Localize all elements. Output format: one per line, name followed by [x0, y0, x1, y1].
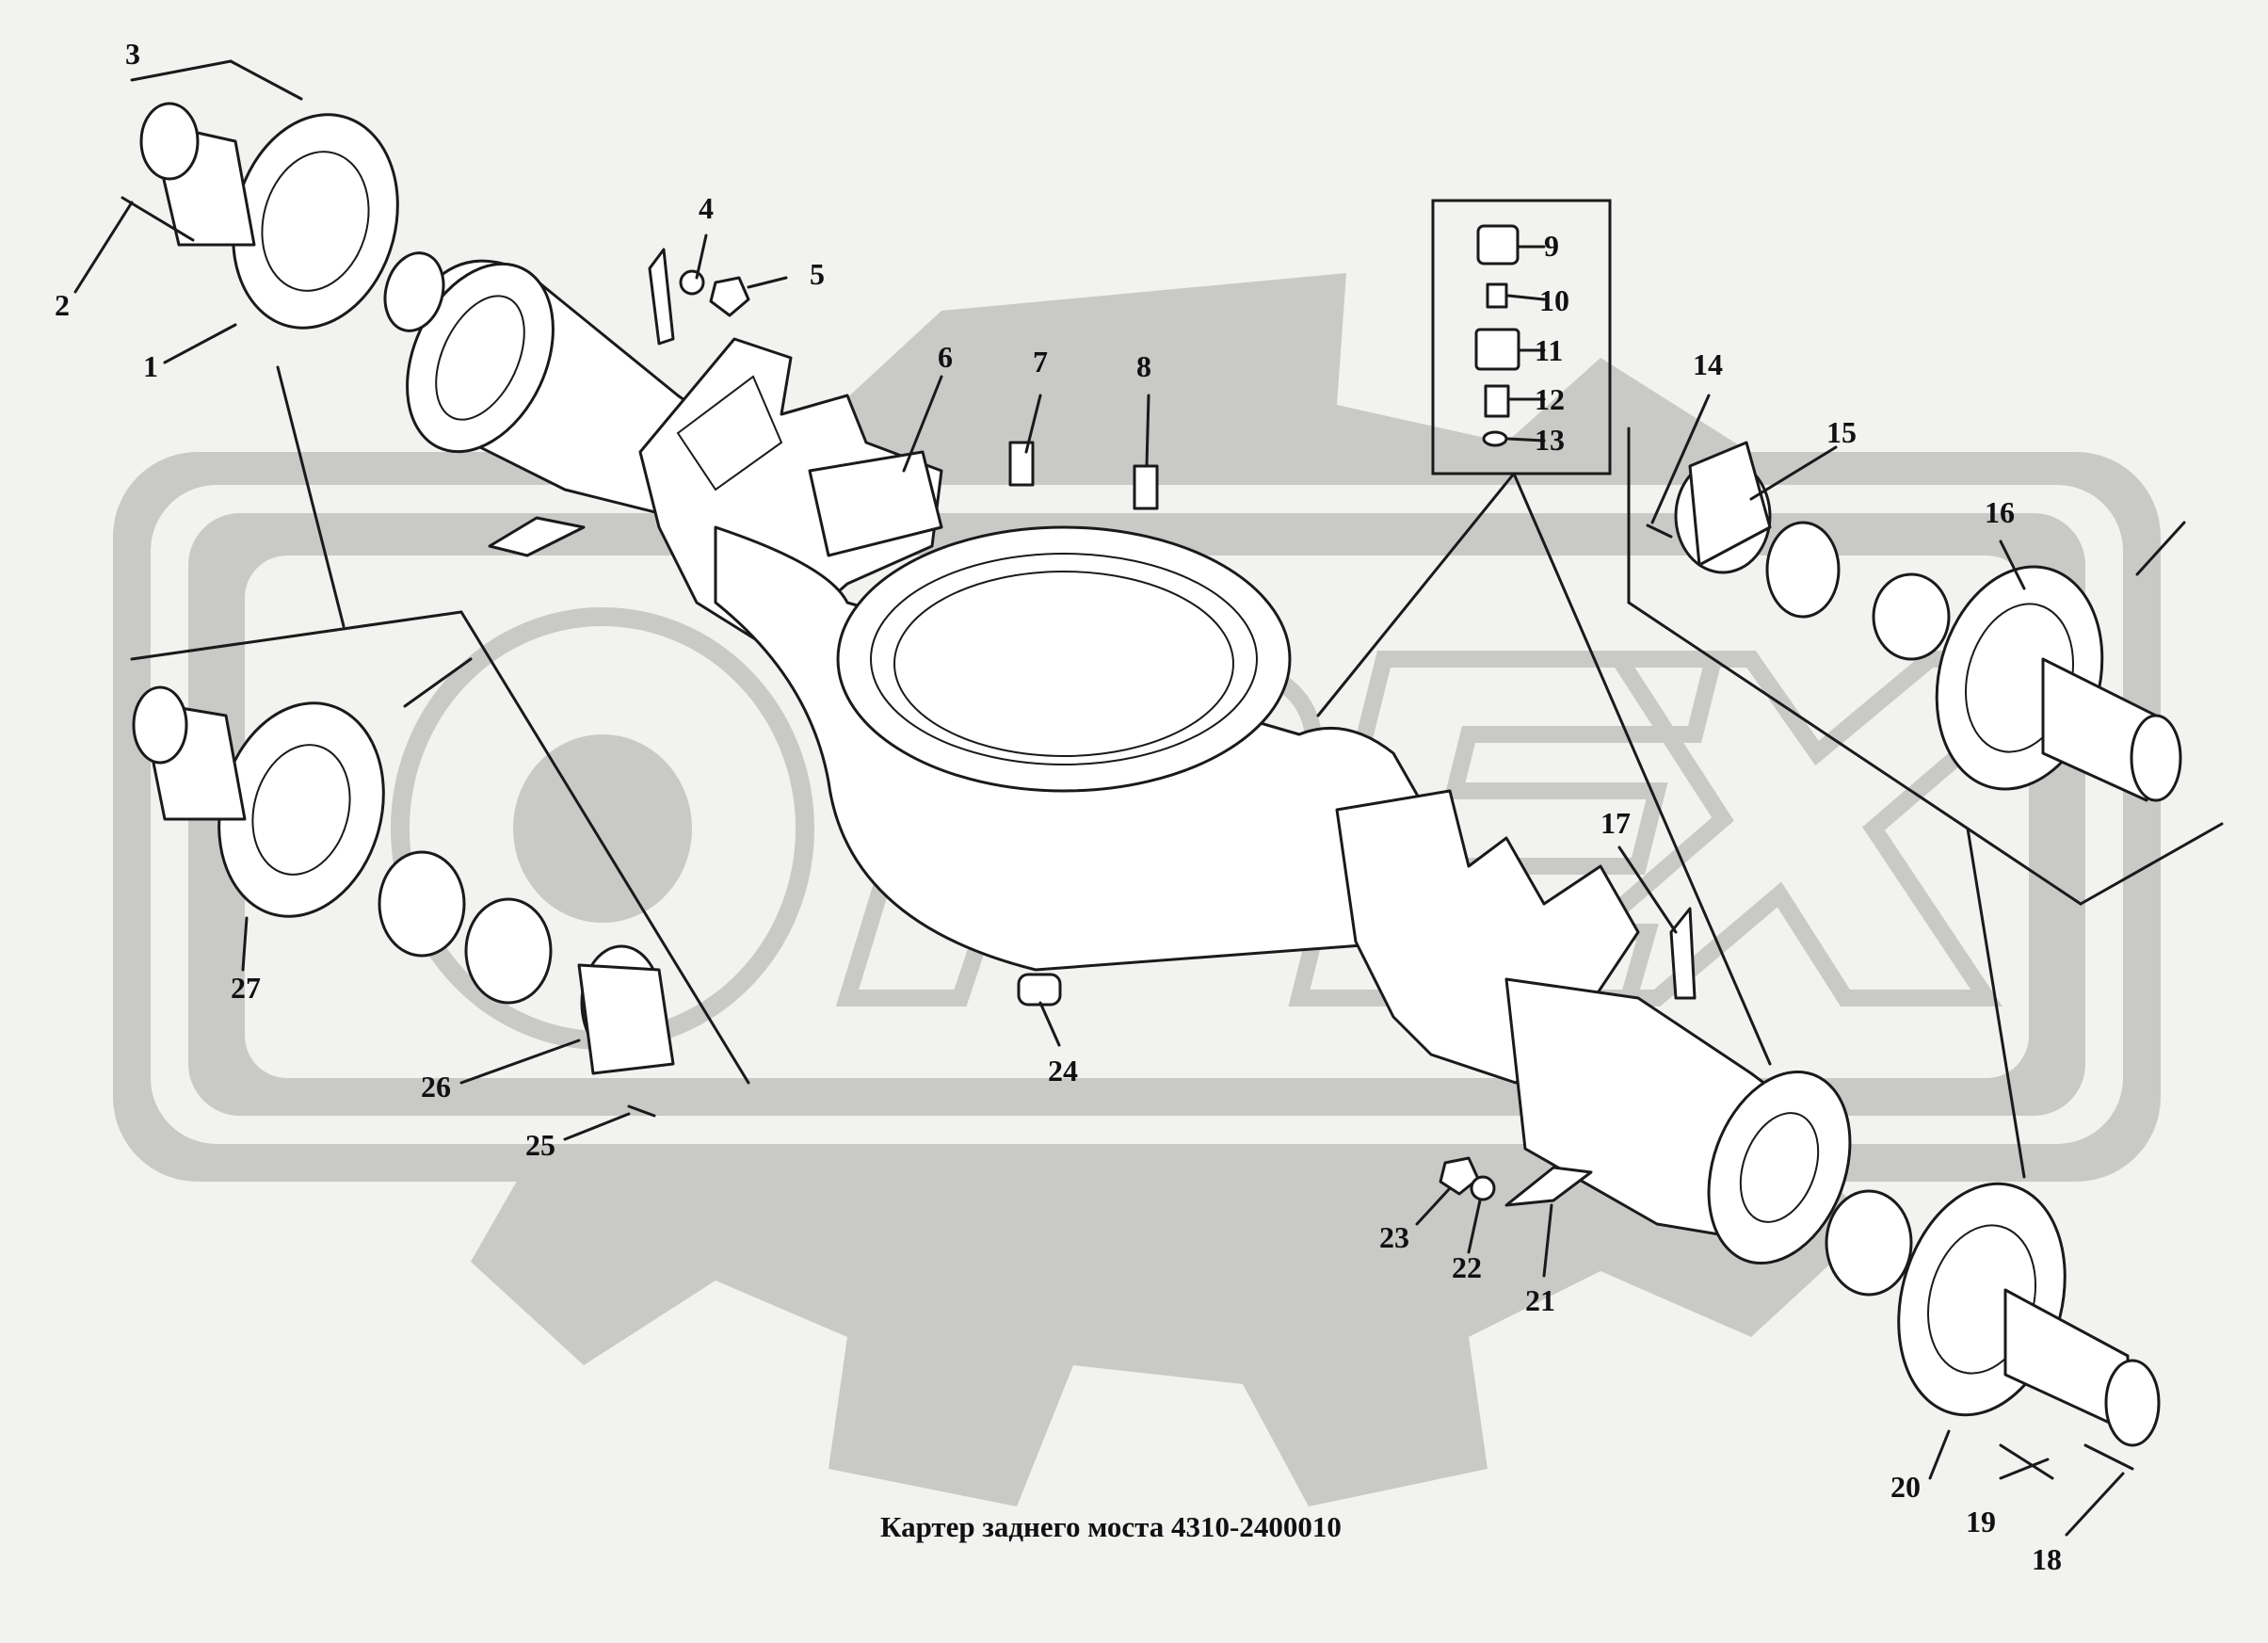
seal-13: [1482, 430, 1508, 447]
cap-9: [1476, 224, 1520, 266]
callout-24: 24: [1048, 1054, 1078, 1087]
bolt-25: [627, 1104, 656, 1118]
callout-18: 18: [2032, 1542, 2062, 1576]
callout-2: 2: [55, 288, 70, 322]
callout-12: 12: [1535, 382, 1565, 416]
cover-15: [1688, 441, 1772, 567]
callout-27: 27: [231, 971, 261, 1005]
callout-15: 15: [1826, 415, 1857, 449]
bracket-21: [1504, 1166, 1593, 1207]
callout-25: 25: [525, 1128, 555, 1162]
pin-10: [1486, 282, 1508, 309]
axle-housing: [406, 259, 1852, 1265]
washer-4: [679, 269, 705, 296]
washer-22: [1470, 1175, 1496, 1201]
callout-19: 19: [1966, 1505, 1996, 1538]
callout-10: 10: [1539, 283, 1569, 317]
bracket-left-top: [648, 248, 675, 346]
callout-7: 7: [1033, 345, 1048, 379]
breather-valve-inset: [1316, 199, 1772, 1066]
bolt-2: [121, 196, 195, 242]
bracket-left-bottom: [488, 516, 586, 557]
callout-23: 23: [1379, 1220, 1409, 1254]
diagram-caption: Картер заднего моста 4310-2400010: [880, 1510, 1342, 1543]
bracket-17: [1669, 907, 1697, 1000]
callout-5: 5: [810, 257, 825, 291]
callout-13: 13: [1535, 423, 1565, 457]
callout-4: 4: [699, 191, 714, 225]
bolt-18: [2083, 1443, 2134, 1471]
nut-5: [709, 276, 750, 317]
bolt-3: [229, 59, 303, 101]
cover-26: [577, 963, 675, 1075]
valve-body-11: [1474, 328, 1520, 371]
callout-16: 16: [1985, 495, 2015, 529]
callout-8: 8: [1136, 349, 1151, 383]
leader-lines: [73, 59, 2224, 1537]
callout-20: 20: [1890, 1470, 1921, 1504]
callout-3: 3: [125, 37, 140, 71]
callout-26: 26: [421, 1070, 451, 1103]
callout-17: 17: [1600, 806, 1631, 840]
bolt-19: [1999, 1443, 2054, 1480]
bolt-upper-16: [2135, 521, 2186, 576]
hub-flange-lower-left: [132, 685, 663, 1061]
stud-7: [1008, 441, 1035, 487]
callout-22: 22: [1452, 1250, 1482, 1284]
nut-23: [1439, 1156, 1480, 1196]
hub-flange-right-20: [1825, 1182, 2161, 1447]
hub-flange-upper-left: [139, 102, 445, 332]
bolt-upper-27: [403, 657, 473, 708]
stud-8: [1133, 464, 1159, 510]
bolt-14: [1646, 524, 1673, 539]
callout-6: 6: [938, 340, 953, 374]
callout-14: 14: [1693, 347, 1723, 381]
spring-12: [1484, 384, 1510, 418]
callout-1: 1: [143, 349, 158, 383]
plug-24: [1017, 973, 1062, 1007]
callout-labels: 1 2 3 4 5 6 7 8 9 10 11 12 13 14 15 16 1…: [55, 37, 2062, 1576]
callout-21: 21: [1525, 1283, 1555, 1317]
callout-9: 9: [1544, 229, 1559, 263]
callout-11: 11: [1535, 333, 1563, 367]
